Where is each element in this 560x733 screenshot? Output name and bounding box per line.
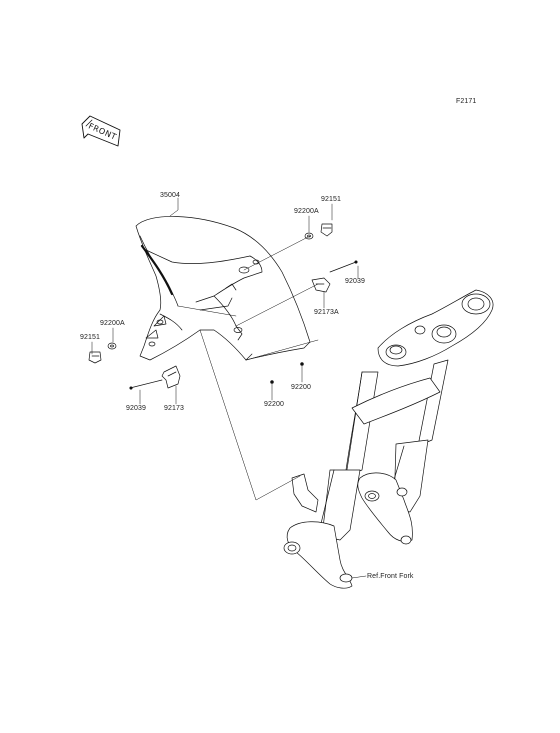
tie-left-icon xyxy=(129,379,163,390)
leader-lines xyxy=(91,197,367,579)
tie-right-icon xyxy=(329,260,358,273)
part-label-clip-right: 92173A xyxy=(314,309,339,316)
front-fender xyxy=(135,216,311,361)
part-label-clip-left: 92173 xyxy=(164,405,184,412)
part-label-grommet-2: 92200 xyxy=(291,384,311,391)
part-label-grommet-1: 92200 xyxy=(264,401,284,408)
part-label-bolt-left: 92151 xyxy=(80,334,100,341)
clip-left-icon xyxy=(161,365,181,389)
part-label-washer-left: 92200A xyxy=(100,320,125,327)
front-arrow-icon: FRONT xyxy=(81,115,121,147)
reference-label-front-fork: Ref.Front Fork xyxy=(367,573,414,580)
front-fork xyxy=(283,289,494,589)
bolt-left-icon xyxy=(88,351,102,364)
clip-right-icon xyxy=(311,277,331,293)
bolt-right-icon xyxy=(320,223,333,237)
part-label-fender: 35004 xyxy=(160,192,180,199)
part-label-tie-left: 92039 xyxy=(126,405,146,412)
reference-lines xyxy=(177,235,319,501)
figure-code: F2171 xyxy=(456,98,477,105)
grommet-1-icon xyxy=(270,380,274,384)
part-label-bolt-right: 92151 xyxy=(321,196,341,203)
part-label-tie-right: 92039 xyxy=(345,278,365,285)
grommet-2-icon xyxy=(300,362,304,366)
washer-left-icon xyxy=(107,342,117,350)
part-label-washer-right: 92200A xyxy=(294,208,319,215)
